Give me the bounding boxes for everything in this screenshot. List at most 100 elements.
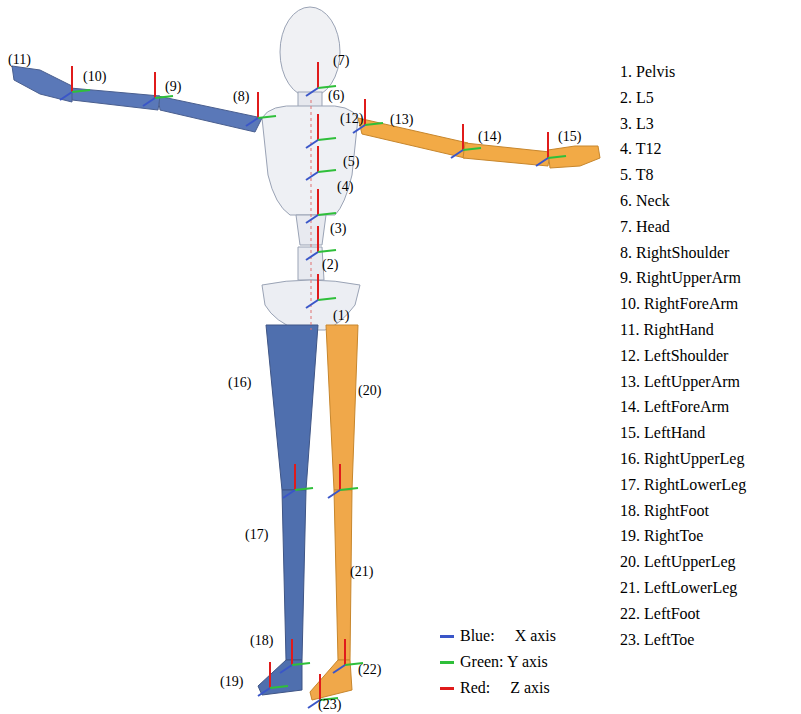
segment-list-item: 19. RightToe [620, 528, 703, 544]
axis-line [317, 62, 319, 88]
axis-line [257, 92, 259, 118]
axis-line [547, 132, 549, 158]
axis-line [306, 252, 318, 260]
segment-list-item: 12. LeftShoulder [620, 348, 728, 364]
axis-line [280, 665, 292, 673]
axis-line [317, 114, 319, 140]
axis-line [339, 464, 341, 490]
callout-number: (19) [220, 675, 243, 689]
axis-line [317, 274, 319, 300]
legend-text: Green: Y axis [460, 654, 548, 670]
axis-line [463, 148, 481, 150]
segment-list-item: 4. T12 [620, 141, 661, 157]
callout-number: (12) [340, 112, 363, 126]
segment-list-item: 16. RightUpperLeg [620, 451, 744, 467]
axis-line [72, 90, 90, 92]
axis-line [333, 665, 345, 673]
callout-number: (4) [337, 180, 353, 194]
callout-number: (7) [333, 54, 349, 68]
callout-number: (15) [558, 130, 581, 144]
axis-line [318, 213, 336, 215]
axis-line [317, 146, 319, 172]
axis-line [306, 215, 318, 223]
segment-list-item: 22. LeftFoot [620, 606, 700, 622]
axis-line [318, 170, 336, 172]
legend-swatch [440, 661, 454, 664]
legend-text: Red: Z axis [460, 680, 550, 696]
segment-list-item: 21. LeftLowerLeg [620, 580, 737, 596]
axis-line [294, 464, 296, 490]
callout-number: (13) [390, 113, 413, 127]
callout-number: (6) [328, 89, 344, 103]
callout-number: (23) [318, 698, 341, 712]
axis-line [317, 226, 319, 252]
callout-number: (21) [350, 565, 373, 579]
legend-text: Blue: X axis [460, 628, 556, 644]
legend-row: Blue: X axis [440, 628, 556, 644]
axis-line [328, 490, 340, 498]
legend-swatch [440, 687, 454, 690]
callout-number: (8) [233, 90, 249, 104]
segment-list-item: 13. LeftUpperArm [620, 374, 740, 390]
segment-list-item: 23. LeftToe [620, 632, 694, 648]
axis-line [291, 639, 293, 665]
axis-line [344, 639, 346, 665]
axis-line [318, 250, 336, 252]
axis-line [154, 72, 156, 98]
axis-line [283, 490, 295, 498]
segment-list-item: 5. T8 [620, 167, 653, 183]
legend-row: Green: Y axis [440, 654, 548, 670]
callout-number: (11) [8, 53, 31, 67]
axis-line [269, 662, 271, 688]
segment-list-item: 15. LeftHand [620, 425, 705, 441]
segment-list-item: 8. RightShoulder [620, 245, 729, 261]
axis-line [270, 686, 288, 688]
axis-line [60, 92, 72, 100]
callout-number: (3) [330, 222, 346, 236]
axis-line [306, 172, 318, 180]
axis-line [258, 688, 270, 696]
callout-number: (5) [343, 155, 359, 169]
axis-line [306, 88, 318, 96]
callout-number: (16) [228, 376, 251, 390]
segment-list-item: 14. LeftForeArm [620, 399, 729, 415]
callout-number: (1) [333, 309, 349, 323]
legend-swatch [440, 635, 454, 638]
axis-line [451, 150, 463, 158]
axis-line [306, 300, 318, 308]
segment-list-item: 3. L3 [620, 116, 654, 132]
axis-line [318, 298, 336, 300]
axis-line [319, 674, 321, 700]
segment-list-item: 7. Head [620, 219, 670, 235]
axis-line [143, 98, 155, 106]
segment-list-item: 6. Neck [620, 193, 670, 209]
segment-list-item: 9. RightUpperArm [620, 270, 741, 286]
axis-line [462, 124, 464, 150]
axis-line [155, 96, 173, 98]
legend-row: Red: Z axis [440, 680, 550, 696]
axis-line [318, 86, 336, 88]
segment-list-item: 18. RightFoot [620, 503, 709, 519]
axis-line [292, 663, 310, 665]
callout-number: (22) [358, 663, 381, 677]
callout-number: (10) [83, 70, 106, 84]
axis-line [353, 125, 365, 133]
segment-list-item: 17. RightLowerLeg [620, 477, 746, 493]
callout-number: (9) [165, 80, 181, 94]
axis-line [365, 123, 383, 125]
segment-list-item: 20. LeftUpperLeg [620, 554, 736, 570]
callout-number: (18) [250, 634, 273, 648]
axis-line [340, 488, 358, 490]
axis-line [548, 156, 566, 158]
callout-number: (17) [245, 528, 268, 542]
callout-number: (2) [322, 258, 338, 272]
axis-line [258, 116, 276, 118]
axis-line [536, 158, 548, 166]
axis-line [71, 66, 73, 92]
axis-line [317, 189, 319, 215]
axis-line [306, 140, 318, 148]
callout-number: (20) [358, 384, 381, 398]
axis-line [295, 488, 313, 490]
segment-list-item: 11. RightHand [620, 322, 714, 338]
